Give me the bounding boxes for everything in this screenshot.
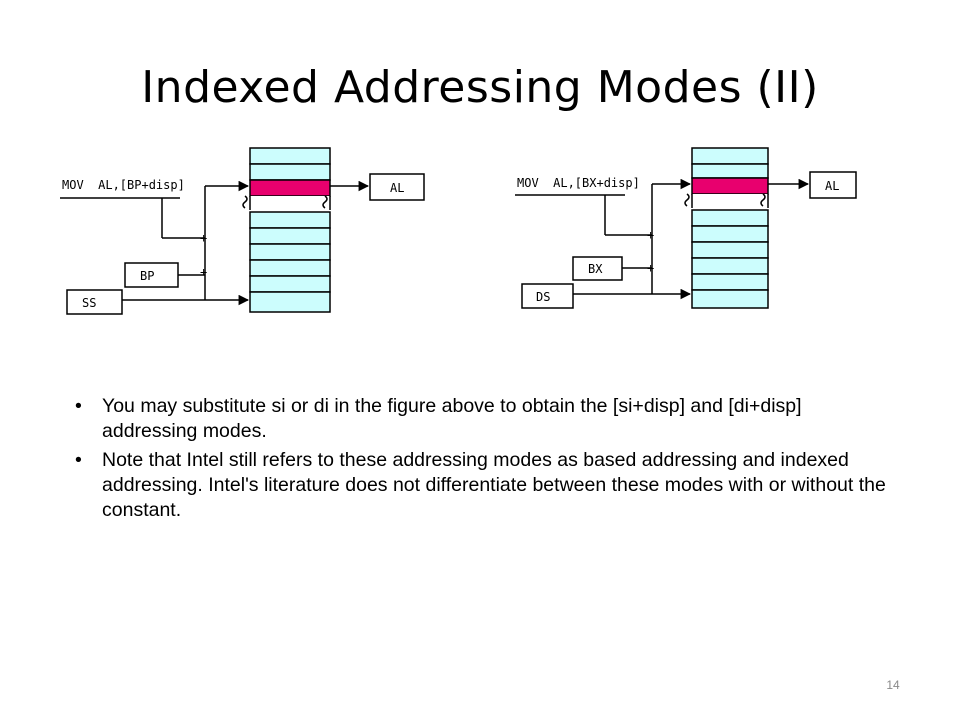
bullet-item: Note that Intel still refers to these ad… <box>75 448 895 523</box>
register-box-ds: DS <box>521 283 574 309</box>
memory-cell <box>249 227 331 245</box>
memory-cell <box>249 275 331 293</box>
memory-cell-highlighted <box>249 179 331 197</box>
register-label-ss: SS <box>82 296 96 310</box>
diagram-bx-disp: MOV AL,[BX+disp] + + BX DS AL <box>515 147 857 309</box>
memory-cell <box>249 211 331 229</box>
register-label-ds: DS <box>536 290 550 304</box>
register-label-bp: BP <box>140 269 154 283</box>
memory-cell <box>249 291 331 313</box>
wires-left <box>60 180 370 306</box>
instruction-text-right: MOV AL,[BX+disp] <box>517 176 640 190</box>
memory-cell <box>249 147 331 165</box>
memory-cell-highlighted <box>691 177 769 195</box>
memory-gap <box>250 196 330 210</box>
register-label-al: AL <box>825 179 839 193</box>
memory-cell <box>691 225 769 243</box>
register-box-al: AL <box>809 171 857 199</box>
plus-sign: + <box>647 228 654 242</box>
plus-sign: + <box>200 265 207 279</box>
memory-gap <box>692 194 768 208</box>
wires-right <box>515 178 810 300</box>
memory-cell <box>691 257 769 275</box>
memory-cell <box>691 273 769 291</box>
memory-cell <box>249 259 331 277</box>
plus-sign: + <box>647 261 654 275</box>
memory-cell <box>691 289 769 309</box>
register-box-bp: BP <box>124 262 179 288</box>
memory-cell <box>249 163 331 181</box>
memory-stack-left <box>242 147 331 313</box>
memory-cell <box>691 209 769 227</box>
bullet-item: You may substitute si or di in the figur… <box>75 394 895 444</box>
memory-cell <box>691 163 769 179</box>
register-label-bx: BX <box>588 262 603 276</box>
register-label-al: AL <box>390 181 404 195</box>
diagram-bp-disp: MOV AL,[BP+disp] + + BP SS AL <box>60 147 425 315</box>
instruction-text-left: MOV AL,[BP+disp] <box>62 178 185 192</box>
page-number: 14 <box>886 678 900 692</box>
memory-stack-right <box>684 147 769 309</box>
memory-cell <box>691 241 769 259</box>
register-box-al: AL <box>369 173 425 201</box>
bullet-list: You may substitute si or di in the figur… <box>75 394 895 527</box>
slide-title: Indexed Addressing Modes (II) <box>141 62 819 113</box>
register-box-bx: BX <box>572 256 623 281</box>
plus-sign: + <box>200 231 207 245</box>
memory-cell <box>249 243 331 261</box>
register-box-ss: SS <box>66 289 123 315</box>
memory-cell <box>691 147 769 165</box>
